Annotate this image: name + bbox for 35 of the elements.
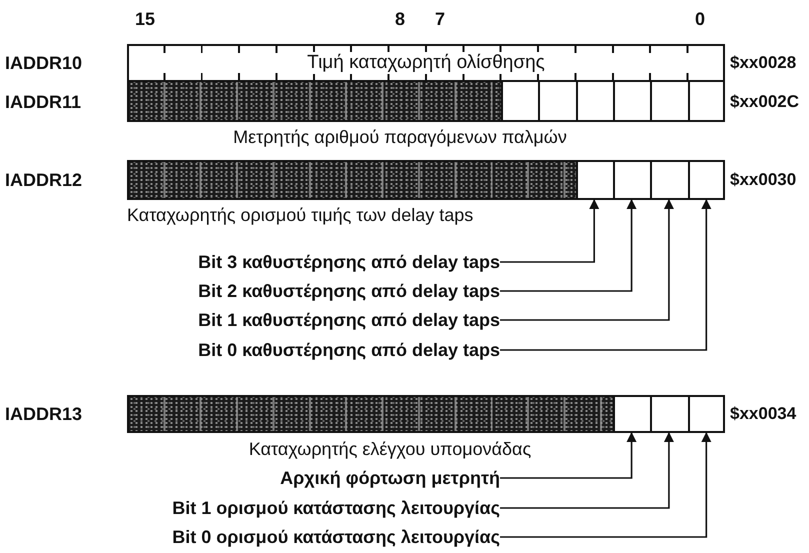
leader-arrow	[500, 199, 674, 321]
register-bar	[127, 80, 725, 122]
register-bar	[127, 160, 725, 200]
bit-description: Bit 3 καθυστέρησης από delay taps	[100, 251, 500, 273]
bit-number: 0	[694, 8, 706, 30]
bit-number: 15	[134, 8, 156, 30]
bit-description: Αρχική φόρτωση μετρητή	[100, 467, 500, 489]
bit-description: Bit 2 καθυστέρησης από delay taps	[100, 280, 500, 302]
bit-description: Bit 0 καθυστέρησης από delay taps	[100, 339, 500, 361]
register-bar	[127, 395, 725, 433]
leader-arrow	[500, 432, 674, 509]
bit-cell	[612, 162, 650, 198]
register-caption: Καταχωρητής ορισμού τιμής των delay taps	[127, 204, 474, 226]
register-caption: Καταχωρητής ελέγχου υπομονάδας	[248, 438, 532, 460]
register-address: $xx002C	[730, 91, 800, 113]
leader-arrow	[500, 199, 712, 351]
register-address: $xx0030	[730, 169, 796, 191]
bit-description: Bit 0 ορισμού κατάστασης λειτουργίας	[100, 526, 500, 548]
leader-arrow	[500, 199, 637, 292]
register-name: IADDR11	[5, 91, 82, 113]
register-address: $xx0028	[730, 52, 796, 74]
leader-arrow	[500, 432, 712, 538]
bit-number: 7	[434, 8, 446, 30]
leader-arrow	[500, 199, 600, 263]
register-name: IADDR10	[5, 52, 82, 74]
register-bar	[127, 44, 725, 82]
leader-arrow	[500, 432, 637, 479]
register-name: IADDR13	[5, 403, 82, 425]
bit-description: Bit 1 ορισμού κατάστασης λειτουργίας	[100, 497, 500, 519]
register-caption: Μετρητής αριθμού παραγόμενων παλμών	[232, 126, 568, 148]
bit-number: 8	[394, 8, 406, 30]
bit-description: Bit 1 καθυστέρησης από delay taps	[100, 309, 500, 331]
register-name: IADDR12	[5, 169, 82, 191]
register-address: $xx0034	[730, 403, 796, 425]
bit-cell	[612, 397, 650, 431]
